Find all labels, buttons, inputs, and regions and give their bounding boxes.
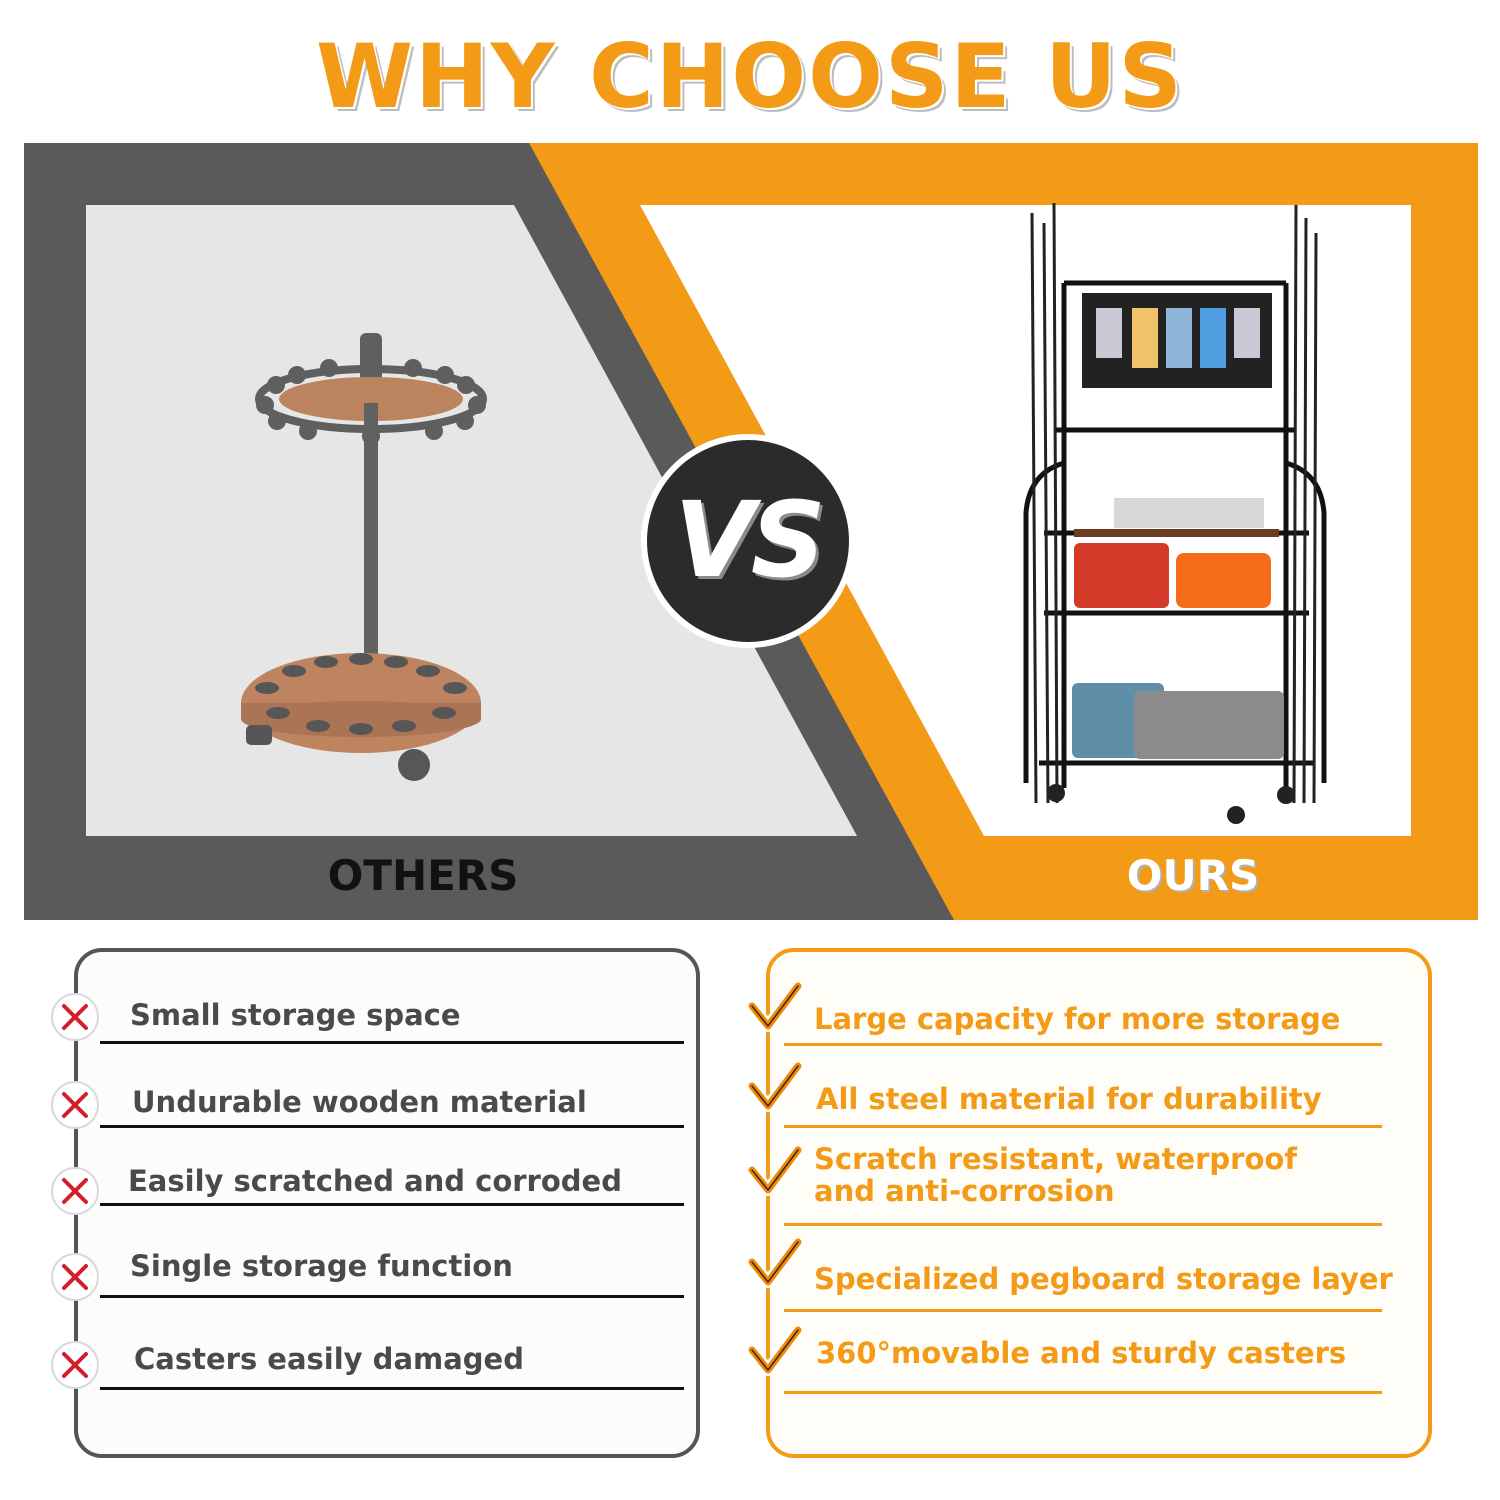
divider-line [100, 1125, 684, 1128]
others-label: OTHERS [327, 851, 519, 900]
red-x-icon [51, 993, 99, 1041]
orange-check-icon [746, 1144, 802, 1196]
cons-text: Undurable wooden material [132, 1085, 587, 1119]
others-cons-panel: Small storage space Undurable wooden mat… [51, 948, 700, 1458]
vs-badge-disc [647, 440, 849, 642]
red-x-icon [51, 1167, 99, 1215]
cons-text: Small storage space [130, 998, 461, 1032]
cons-list-item: Casters easily damaged [51, 1310, 704, 1390]
cons-list-item: Easily scratched and corroded [51, 1126, 704, 1215]
divider-line [100, 1203, 684, 1206]
divider-line [100, 1387, 684, 1390]
cons-text: Single storage function [130, 1249, 513, 1283]
pros-text: Scratch resistant, waterproof [814, 1142, 1297, 1176]
cons-list-item: Small storage space [51, 964, 704, 1044]
vs-badge: VS [674, 479, 825, 601]
divider-line [100, 1041, 684, 1044]
others-product-image [241, 333, 487, 781]
pros-text-continued: and anti-corrosion [814, 1174, 1115, 1208]
cons-text: Easily scratched and corroded [128, 1164, 622, 1198]
divider-line [784, 1125, 1382, 1128]
pros-text: Specialized pegboard storage layer [814, 1262, 1393, 1296]
divider-line [784, 1391, 1382, 1394]
red-x-icon [51, 1081, 99, 1129]
red-x-icon [51, 1253, 99, 1301]
divider-line [100, 1295, 684, 1298]
orange-check-icon [746, 1236, 802, 1288]
red-x-icon [51, 1341, 99, 1389]
divider-line [784, 1223, 1382, 1226]
pros-list-item: Large capacity for more storage [746, 964, 1436, 1046]
ours-pros-panel: Large capacity for more storage All stee… [746, 948, 1432, 1458]
pros-list-item: 360°movable and sturdy casters [746, 1312, 1436, 1394]
divider-line [784, 1309, 1382, 1312]
ours-product-image [1023, 202, 1327, 824]
orange-check-icon [746, 1324, 802, 1376]
orange-check-icon [746, 1060, 802, 1112]
pros-list-item: Specialized pegboard storage layer [746, 1226, 1436, 1312]
cons-text: Casters easily damaged [134, 1342, 524, 1376]
pros-list-item: Scratch resistant, waterproof and anti-c… [746, 1128, 1436, 1226]
pros-text: Large capacity for more storage [814, 1002, 1341, 1036]
comparison-banner [24, 143, 1478, 920]
headline: WHY CHOOSE US [316, 25, 1184, 128]
pros-text: 360°movable and sturdy casters [816, 1336, 1347, 1370]
divider-line [784, 1043, 1382, 1046]
ours-label: OURS [1126, 851, 1260, 900]
cons-list-item: Undurable wooden material [51, 1048, 704, 1129]
orange-check-icon [746, 980, 802, 1032]
cons-list-item: Single storage function [51, 1218, 704, 1301]
comparison-backdrop [24, 143, 1478, 920]
pros-list-item: All steel material for durability [746, 1046, 1436, 1128]
pros-text: All steel material for durability [816, 1082, 1322, 1116]
